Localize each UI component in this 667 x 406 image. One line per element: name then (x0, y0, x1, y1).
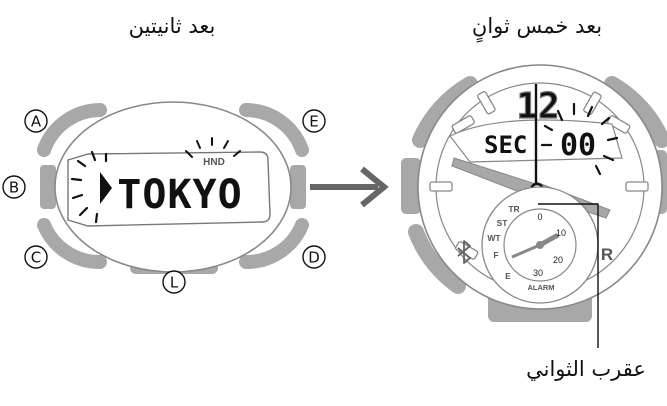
button-e-circle (302, 109, 326, 133)
left-indicator-blink-marks (70, 150, 108, 224)
right-bezel-top-left (412, 76, 478, 148)
button-a-label: A (31, 113, 42, 131)
second-hand-callout: عقرب الثواني (526, 203, 646, 381)
button-l-label: L (170, 274, 179, 292)
lcd-indicator-triangle (100, 172, 112, 204)
right-side-button-pad (290, 165, 306, 209)
right-bezel-bottom-left (408, 224, 466, 294)
subdial-n0: 0 (537, 212, 542, 222)
subdial-wt: WT (487, 233, 501, 243)
button-d-circle (302, 245, 326, 269)
right-watch: 12 SEC 00 TR ST (401, 64, 667, 322)
lcd-city-text: TOKYO (117, 172, 242, 218)
button-c-label: C (31, 249, 41, 267)
button-a-circle (24, 109, 48, 133)
subdial-f: F (493, 250, 498, 260)
right-watch-left-pad (401, 158, 421, 214)
button-d: D (302, 245, 326, 269)
button-b-label: B (9, 179, 19, 197)
subdial-n10: 10 (556, 228, 566, 238)
button-c-circle (24, 245, 48, 269)
button-b-circle (2, 175, 26, 199)
button-a: A (24, 109, 48, 133)
button-e-label: E (309, 113, 318, 131)
sec-blink-marks (540, 102, 619, 176)
subdial-tr: TR (508, 204, 519, 214)
left-watch: TOKYO HND A B C E D (2, 101, 326, 294)
subdial-e: E (505, 271, 511, 281)
button-b: B (2, 175, 26, 199)
sec-label: SEC (484, 131, 527, 159)
left-side-button-b-pad (40, 165, 56, 209)
button-l: L (162, 270, 186, 294)
subdial-n20: 20 (553, 255, 563, 265)
button-d-label: D (308, 249, 320, 267)
subdial-alarm: ALARM (527, 283, 554, 292)
bezel-top-right (239, 103, 309, 157)
subdial-pivot (536, 241, 544, 249)
subdial-hand-short (511, 243, 541, 259)
subdial: TR ST WT F E 0 10 20 30 ALARM (481, 186, 599, 304)
r-mark: R (601, 245, 613, 264)
bezel-bottom-left (37, 218, 107, 270)
bezel-top-left (37, 103, 107, 157)
subdial-st: ST (497, 218, 509, 228)
lcd-panel (67, 151, 271, 227)
arrow-head (360, 166, 389, 208)
title-after-five-seconds: بعد خمس ثوانٍ (472, 14, 602, 44)
sec-value: 00 (560, 128, 596, 163)
right-bezel-top-right (604, 76, 667, 148)
bluetooth-icon (457, 240, 471, 264)
second-hand-label: عقرب الثواني (526, 357, 646, 381)
hnd-blink-marks (185, 137, 241, 158)
transition-arrow (310, 166, 389, 208)
button-c: C (24, 245, 48, 269)
hour-markers (429, 91, 649, 260)
bezel-bottom-right (239, 218, 309, 270)
subdial-n30: 30 (533, 268, 543, 278)
callout-leader-line (538, 203, 599, 348)
title-after-two-seconds: بعد ثانيتين (129, 14, 216, 38)
button-l-circle (162, 270, 186, 294)
button-e: E (302, 109, 326, 133)
hnd-label: HND (203, 157, 225, 168)
